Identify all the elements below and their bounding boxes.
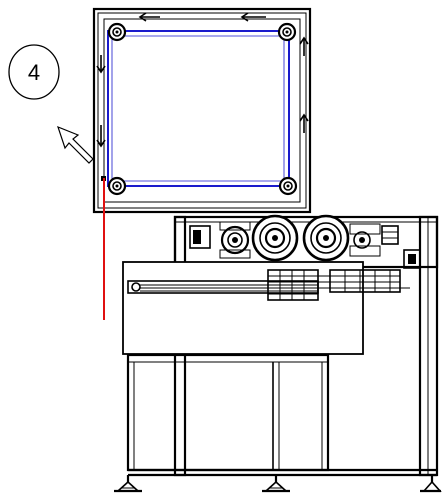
roller-icon [278,176,298,196]
leveling-foot-left [114,475,142,493]
flow-arrows [96,12,309,148]
arrow-icon [299,113,309,133]
top-view-frame [92,7,312,214]
roller-icon [107,22,127,42]
machine-frame [126,215,439,477]
callout-label: 4 [28,60,40,85]
leveling-foot-icon [262,475,290,493]
roller-icon [277,22,297,42]
arrow-icon [240,12,266,22]
front-cover-panel [122,261,364,355]
leveling-foot-icon [420,475,442,493]
arrow-icon [96,125,106,148]
roller-bottom-right [278,176,298,196]
leveling-foot-right [420,475,442,493]
arrow-icon [96,55,106,74]
callout-bubble: 4 [8,44,60,100]
pointer-arrow-icon [57,125,94,164]
leveling-foot-middle [262,475,290,493]
roller-top-right [277,22,297,42]
roller-icon [107,176,127,196]
conveyor-path [107,30,290,187]
roller-top-left [107,22,127,42]
arrow-icon [299,36,309,56]
arrow-icon [138,12,160,22]
leveling-foot-icon [114,475,142,493]
roller-bottom-left [107,176,127,196]
head-mechanism [189,214,421,293]
